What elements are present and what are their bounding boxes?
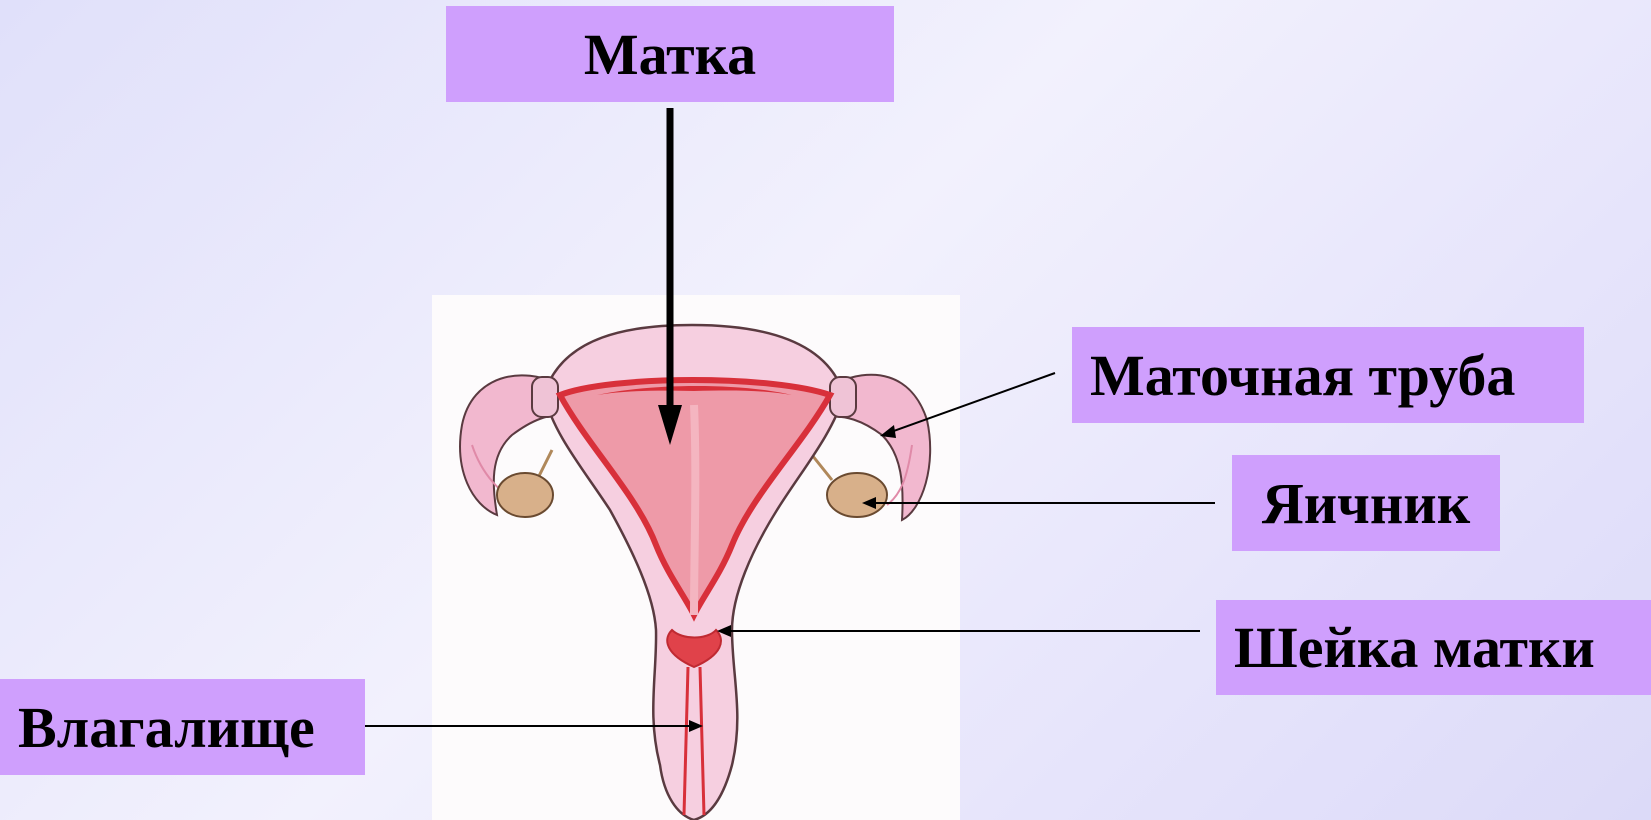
label-cervix: Шейка матки	[1216, 600, 1651, 695]
label-fallopian-tube-text: Маточная труба	[1090, 342, 1515, 409]
label-cervix-text: Шейка матки	[1234, 614, 1595, 681]
label-uterus-text: Матка	[584, 21, 756, 88]
label-fallopian-tube: Маточная труба	[1072, 327, 1584, 423]
label-vagina-text: Влагалище	[18, 694, 315, 761]
uterus-pointer-arrowhead	[658, 405, 682, 445]
label-vagina: Влагалище	[0, 679, 365, 775]
label-uterus: Матка	[446, 6, 894, 102]
label-ovary-text: Яичник	[1262, 470, 1470, 537]
label-ovary: Яичник	[1232, 455, 1500, 551]
tube-pointer-line	[888, 373, 1055, 433]
